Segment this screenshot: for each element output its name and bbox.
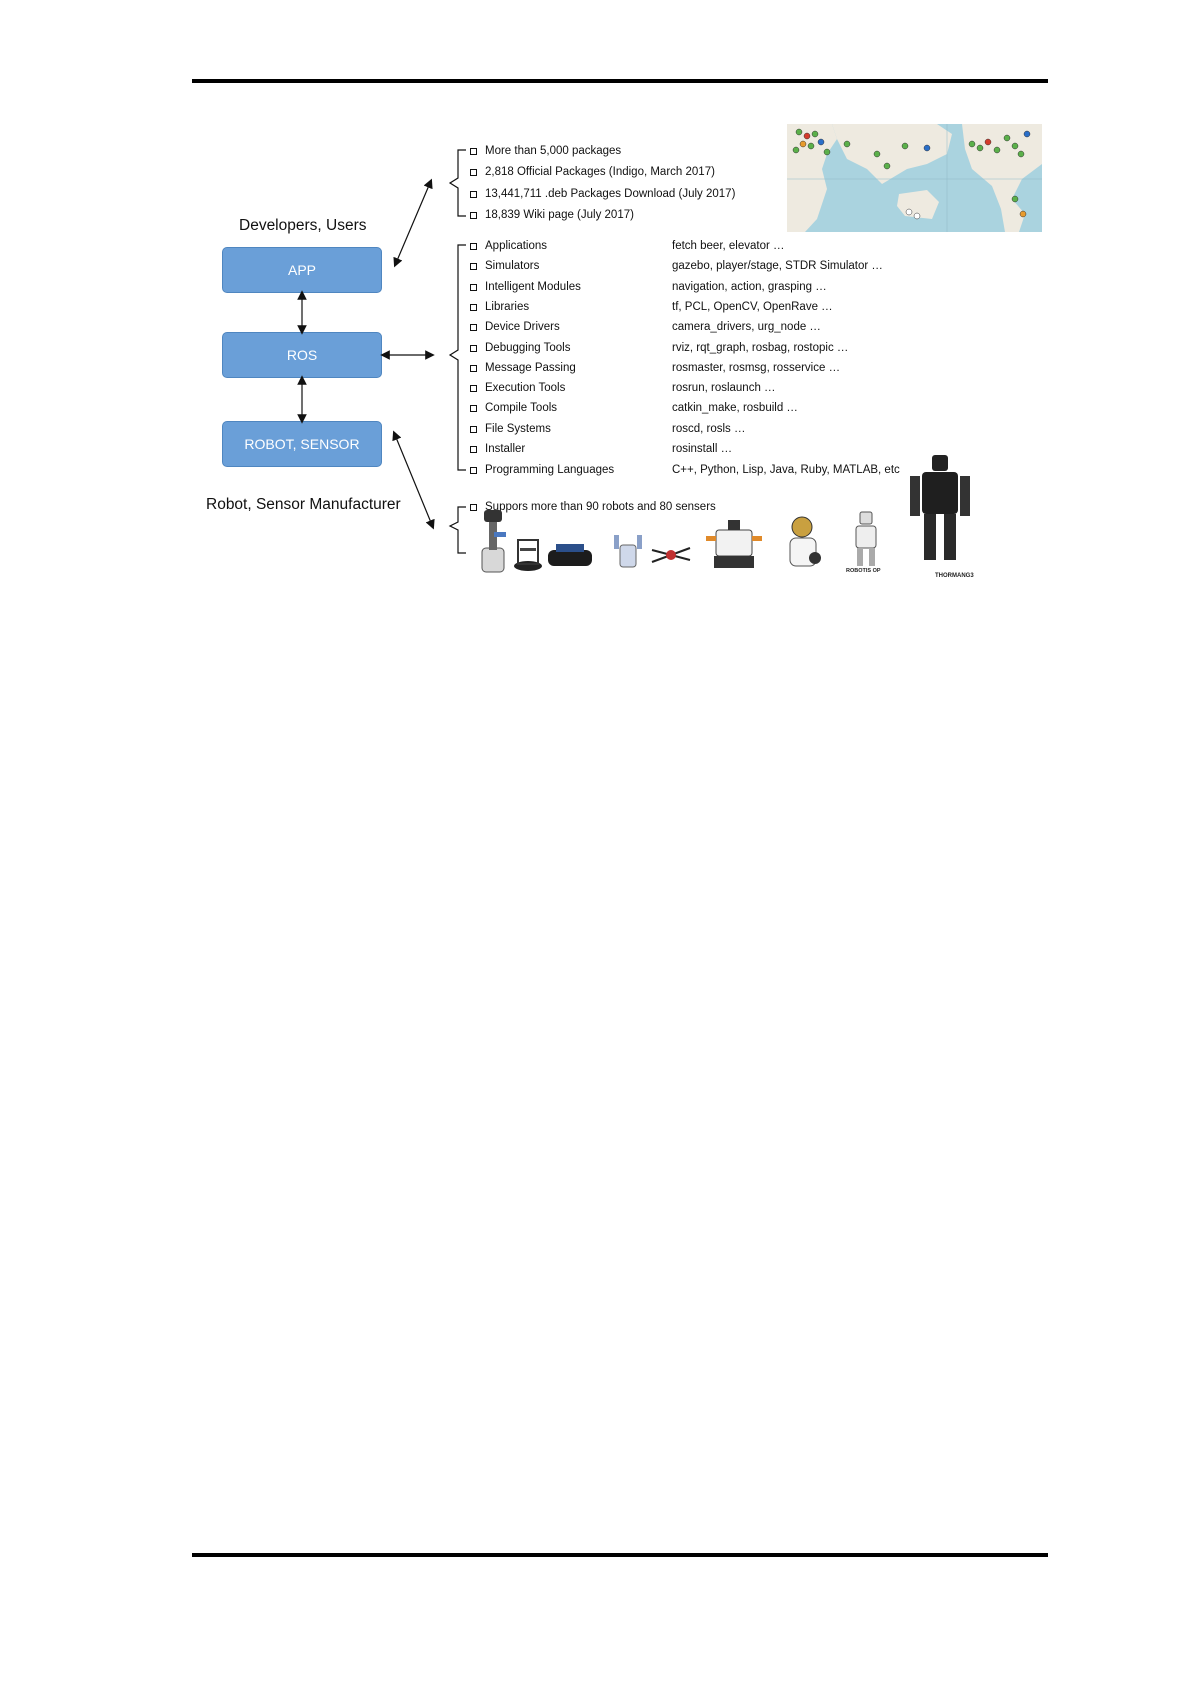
- component-examples: rosmaster, rosmsg, rosservice …: [672, 362, 841, 374]
- component-name: Intelligent Modules: [485, 281, 581, 293]
- component-item: Message Passing: [470, 361, 576, 375]
- checkbox-icon: [470, 385, 477, 392]
- robot-image-6: [706, 520, 762, 568]
- checkbox-icon: [470, 191, 477, 198]
- component-item: Simulators: [470, 259, 539, 273]
- component-examples: C++, Python, Lisp, Java, Ruby, MATLAB, e…: [672, 464, 900, 476]
- checkbox-icon: [470, 243, 477, 250]
- component-examples: catkin_make, rosbuild …: [672, 402, 798, 414]
- thormang-label: THORMANG3: [935, 573, 974, 579]
- world-map-image: [787, 124, 1042, 232]
- top-rule: [192, 79, 1048, 83]
- component-name: Libraries: [485, 301, 530, 313]
- robotis-op-label: ROBOTIS OP: [846, 568, 881, 574]
- component-item: Debugging Tools: [470, 341, 570, 355]
- component-examples: rosrun, roslaunch …: [672, 382, 776, 394]
- component-item: Programming Languages: [470, 463, 614, 477]
- component-examples: rosinstall …: [672, 443, 733, 455]
- robots-support-text: Suppors more than 90 robots and 80 sense…: [485, 501, 716, 513]
- checkbox-icon: [470, 345, 477, 352]
- robot-image-2: [514, 539, 542, 571]
- robot-image-1: [481, 510, 506, 573]
- stat-item: 13,441,711 .deb Packages Download (July …: [470, 187, 735, 201]
- component-name: Execution Tools: [485, 382, 566, 394]
- app-box: APP: [222, 247, 382, 293]
- checkbox-icon: [470, 426, 477, 433]
- stat-item: 18,839 Wiki page (July 2017): [470, 208, 634, 222]
- checkbox-icon: [470, 365, 477, 372]
- robot-image-7: [789, 516, 821, 567]
- checkbox-icon: [470, 148, 477, 155]
- component-name: Installer: [485, 443, 526, 455]
- manufacturer-label: Robot, Sensor Manufacturer: [206, 496, 401, 513]
- component-name: Debugging Tools: [485, 342, 571, 354]
- checkbox-icon: [470, 405, 477, 412]
- stat-text: 18,839 Wiki page (July 2017): [485, 209, 634, 221]
- checkbox-icon: [470, 169, 477, 176]
- component-examples: tf, PCL, OpenCV, OpenRave …: [672, 301, 833, 313]
- component-examples: navigation, action, grasping …: [672, 281, 827, 293]
- checkbox-icon: [470, 504, 477, 511]
- developers-users-label: Developers, Users: [239, 217, 367, 234]
- component-name: Applications: [485, 240, 548, 252]
- component-name: Device Drivers: [485, 321, 560, 333]
- stat-text: 2,818 Official Packages (Indigo, March 2…: [485, 166, 715, 178]
- checkbox-icon: [470, 467, 477, 474]
- robot-image-3: [548, 544, 592, 566]
- robot-image-9: [910, 455, 970, 560]
- stat-item: More than 5,000 packages: [470, 144, 621, 158]
- bottom-rule: [192, 1553, 1048, 1557]
- checkbox-icon: [470, 212, 477, 219]
- component-examples: gazebo, player/stage, STDR Simulator …: [672, 260, 883, 272]
- stat-item: 2,818 Official Packages (Indigo, March 2…: [470, 165, 715, 179]
- checkbox-icon: [470, 304, 477, 311]
- stat-text: 13,441,711 .deb Packages Download (July …: [485, 188, 736, 200]
- component-name: Compile Tools: [485, 402, 558, 414]
- checkbox-icon: [470, 284, 477, 291]
- robot-image-5: [651, 547, 691, 563]
- checkbox-icon: [470, 324, 477, 331]
- component-item: Libraries: [470, 300, 529, 314]
- component-examples: camera_drivers, urg_node …: [672, 321, 821, 333]
- component-item: Compile Tools: [470, 401, 557, 415]
- component-item: Applications: [470, 239, 547, 253]
- stat-text: More than 5,000 packages: [485, 145, 622, 157]
- component-item: Installer: [470, 442, 525, 456]
- robot-image-8: [855, 511, 877, 566]
- component-item: Execution Tools: [470, 381, 565, 395]
- component-item: File Systems: [470, 422, 551, 436]
- checkbox-icon: [470, 263, 477, 270]
- robots-support-item: Suppors more than 90 robots and 80 sense…: [470, 500, 716, 514]
- component-examples: fetch beer, elevator …: [672, 240, 785, 252]
- robot-image-4: [614, 535, 642, 568]
- component-item: Device Drivers: [470, 320, 560, 334]
- robot-sensor-box: ROBOT, SENSOR: [222, 421, 382, 467]
- component-name: File Systems: [485, 423, 551, 435]
- checkbox-icon: [470, 446, 477, 453]
- component-item: Intelligent Modules: [470, 280, 581, 294]
- component-name: Message Passing: [485, 362, 576, 374]
- component-examples: roscd, rosls …: [672, 423, 746, 435]
- component-name: Simulators: [485, 260, 540, 272]
- component-examples: rviz, rqt_graph, rosbag, rostopic …: [672, 342, 849, 354]
- component-name: Programming Languages: [485, 464, 615, 476]
